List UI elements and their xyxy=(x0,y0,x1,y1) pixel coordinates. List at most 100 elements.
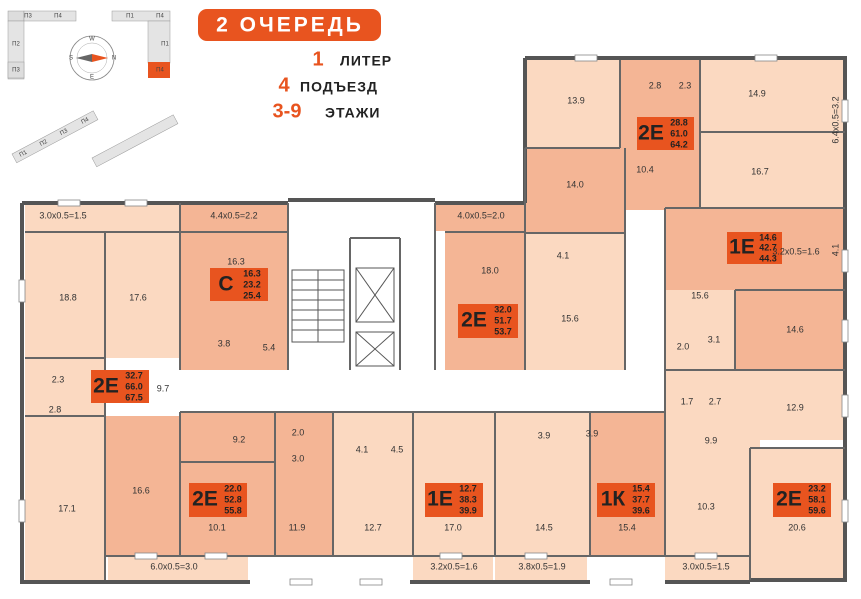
unit-2e-top: 2Е 28.8 61.0 64.2 xyxy=(637,117,694,150)
svg-text:15.4: 15.4 xyxy=(618,522,636,532)
walls xyxy=(20,56,847,584)
svg-text:П1: П1 xyxy=(161,42,169,48)
unit-badges: 2Е 28.8 61.0 64.2 С 16.3 23.2 25.4 2Е 32… xyxy=(91,117,831,517)
compass-n: N xyxy=(112,56,116,62)
svg-text:12.9: 12.9 xyxy=(786,402,804,412)
svg-text:6.4x0.5=3.2: 6.4x0.5=3.2 xyxy=(830,96,840,143)
svg-text:3.0x0.5=1.5: 3.0x0.5=1.5 xyxy=(682,561,729,571)
svg-text:10.4: 10.4 xyxy=(636,164,654,174)
unit-2e-left: 2Е 32.7 66.0 67.5 xyxy=(91,370,149,403)
svg-text:1Е: 1Е xyxy=(729,236,755,259)
svg-text:4.1: 4.1 xyxy=(830,244,840,257)
svg-text:2.3: 2.3 xyxy=(679,80,692,90)
info-building-label: ЛИТЕР xyxy=(340,53,392,69)
svg-text:1.7: 1.7 xyxy=(681,396,694,406)
svg-text:15.4: 15.4 xyxy=(632,483,650,493)
svg-text:П3: П3 xyxy=(12,68,20,74)
svg-text:20.6: 20.6 xyxy=(788,522,806,532)
svg-text:4.1: 4.1 xyxy=(356,444,369,454)
info-building-number: 1 xyxy=(312,48,323,70)
compass-e: E xyxy=(90,75,94,81)
svg-text:П3: П3 xyxy=(24,14,32,20)
svg-text:64.2: 64.2 xyxy=(670,139,688,149)
svg-text:4.1: 4.1 xyxy=(557,250,570,260)
svg-text:32.7: 32.7 xyxy=(125,370,143,380)
title-badge xyxy=(198,9,381,41)
page-title: 2 ОЧЕРЕДЬ xyxy=(216,14,364,37)
svg-text:15.6: 15.6 xyxy=(561,313,579,323)
info-floors-label: ЭТАЖИ xyxy=(325,105,380,121)
svg-text:25.4: 25.4 xyxy=(243,290,261,300)
svg-text:П1: П1 xyxy=(19,149,29,158)
svg-text:66.0: 66.0 xyxy=(125,381,143,391)
key-map: N S W E П3 П4 П1 П4 П2 П3 П1 П4 П1 П2 П3… xyxy=(7,10,179,168)
svg-text:17.0: 17.0 xyxy=(444,522,462,532)
svg-text:28.8: 28.8 xyxy=(670,117,688,127)
svg-text:59.6: 59.6 xyxy=(808,505,826,515)
svg-text:67.5: 67.5 xyxy=(125,392,143,402)
svg-text:3.0: 3.0 xyxy=(292,453,305,463)
svg-text:10.3: 10.3 xyxy=(697,501,715,511)
svg-text:18.8: 18.8 xyxy=(59,292,77,302)
compass-icon: N S W E xyxy=(69,35,116,81)
svg-text:32.0: 32.0 xyxy=(494,304,512,314)
room-labels: 13.9 2.8 2.3 14.9 10.4 16.7 14.0 3.0x0.5… xyxy=(39,80,840,571)
svg-text:3.2x0.5=1.6: 3.2x0.5=1.6 xyxy=(772,246,819,256)
svg-text:П4: П4 xyxy=(80,117,90,126)
svg-text:3.2x0.5=1.6: 3.2x0.5=1.6 xyxy=(430,561,477,571)
svg-text:2.3: 2.3 xyxy=(52,374,65,384)
svg-text:16.3: 16.3 xyxy=(243,268,261,278)
svg-text:11.9: 11.9 xyxy=(289,522,306,532)
svg-text:2.0: 2.0 xyxy=(292,427,305,437)
svg-text:14.5: 14.5 xyxy=(535,522,553,532)
svg-text:5.4: 5.4 xyxy=(263,342,276,352)
svg-text:16.7: 16.7 xyxy=(751,166,769,176)
svg-text:3.8x0.5=1.9: 3.8x0.5=1.9 xyxy=(518,561,565,571)
svg-text:42.7: 42.7 xyxy=(759,242,777,252)
unit-2e-right: 2Е 23.2 58.1 59.6 xyxy=(773,483,831,517)
unit-c: С 16.3 23.2 25.4 xyxy=(210,268,268,301)
svg-text:3.0x0.5=1.5: 3.0x0.5=1.5 xyxy=(39,210,86,220)
compass-s: S xyxy=(69,56,73,62)
svg-text:2Е: 2Е xyxy=(461,309,487,332)
svg-text:17.1: 17.1 xyxy=(58,503,76,513)
svg-text:2.7: 2.7 xyxy=(709,396,722,406)
svg-text:П4: П4 xyxy=(156,14,164,20)
svg-text:2.8: 2.8 xyxy=(49,404,62,414)
svg-text:51.7: 51.7 xyxy=(494,315,512,325)
svg-text:16.6: 16.6 xyxy=(132,485,150,495)
windows xyxy=(18,54,849,586)
svg-text:2Е: 2Е xyxy=(638,122,664,145)
info-floors-number: 3-9 xyxy=(273,100,302,122)
svg-text:12.7: 12.7 xyxy=(459,483,477,493)
svg-text:2.0: 2.0 xyxy=(677,341,690,351)
unit-1e-right: 1Е 14.6 42.7 44.3 xyxy=(727,232,782,264)
svg-text:58.1: 58.1 xyxy=(808,494,826,504)
svg-text:14.6: 14.6 xyxy=(786,324,804,334)
svg-text:14.9: 14.9 xyxy=(748,88,766,98)
svg-text:44.3: 44.3 xyxy=(759,253,777,263)
svg-text:52.8: 52.8 xyxy=(224,494,242,504)
svg-text:2.8: 2.8 xyxy=(649,80,662,90)
svg-text:15.6: 15.6 xyxy=(691,290,709,300)
svg-text:39.6: 39.6 xyxy=(632,505,650,515)
inner-walls xyxy=(25,60,845,580)
svg-text:22.0: 22.0 xyxy=(224,483,242,493)
svg-text:55.8: 55.8 xyxy=(224,505,242,515)
info-entrance-label: ПОДЪЕЗД xyxy=(300,79,378,95)
svg-text:53.7: 53.7 xyxy=(494,326,512,336)
svg-text:37.7: 37.7 xyxy=(632,494,650,504)
svg-text:1Е: 1Е xyxy=(427,488,453,511)
svg-text:П3: П3 xyxy=(59,128,69,137)
svg-text:4.5: 4.5 xyxy=(391,444,404,454)
svg-text:1К: 1К xyxy=(601,488,626,511)
svg-text:23.2: 23.2 xyxy=(243,279,261,289)
svg-text:14.0: 14.0 xyxy=(566,179,584,189)
svg-text:4.4x0.5=2.2: 4.4x0.5=2.2 xyxy=(210,210,257,220)
svg-text:2Е: 2Е xyxy=(192,488,218,511)
svg-text:13.9: 13.9 xyxy=(567,95,585,105)
svg-text:9.9: 9.9 xyxy=(705,435,718,445)
svg-text:38.3: 38.3 xyxy=(459,494,477,504)
svg-text:6.0x0.5=3.0: 6.0x0.5=3.0 xyxy=(150,561,197,571)
svg-text:9.2: 9.2 xyxy=(233,434,246,444)
